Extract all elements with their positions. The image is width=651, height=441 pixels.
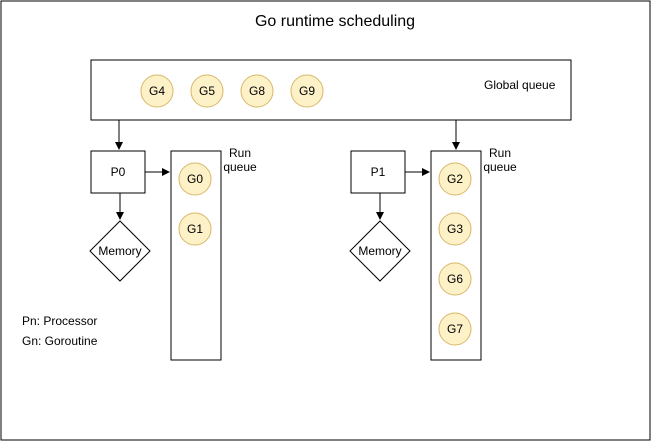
processor-p0-group: P0 Memory Run queue G0 G1 [89,146,257,361]
goroutine-label: G9 [299,84,315,98]
goroutine-label: G4 [149,84,165,98]
processor-p1-group: P1 Memory Run queue G2 G3 G6 G7 [349,146,517,361]
goroutine-circle [438,262,472,296]
goroutine-circle [240,74,274,108]
goroutine-label: G5 [199,84,215,98]
goroutine-label: G8 [249,84,265,98]
goroutine-circle [438,312,472,346]
legend-processor: Pn: Processor [22,314,97,328]
run-queue-p1-label-line1: Run [489,146,511,160]
goroutine-circle [290,74,324,108]
goroutine-circle [178,212,212,246]
goroutine-label: G6 [447,272,463,286]
goroutine-label: G7 [447,322,463,336]
memory-p0-label: Memory [98,244,141,258]
processor-p0-label: P0 [111,165,126,179]
processor-p0-box [90,150,146,194]
memory-p0-diamond [89,220,151,282]
global-queue-goroutines: G4 G5 G8 G9 [140,74,324,108]
diagram-title: Go runtime scheduling [255,13,415,30]
goroutine-label: G3 [447,222,463,236]
run-queue-p0-label-line2: queue [223,160,257,174]
goroutine-label: G2 [447,172,463,186]
run-queue-p0-label-line1: Run [229,146,251,160]
goroutine-circle [438,212,472,246]
goroutine-label: G1 [187,222,203,236]
global-queue-label: Global queue [484,78,556,92]
run-queue-p1-label-line2: queue [483,160,517,174]
goroutine-circle [140,74,174,108]
goroutine-circle [190,74,224,108]
goroutine-label: G0 [187,172,203,186]
goroutine-circle [178,162,212,196]
memory-p1-diamond [349,220,411,282]
processor-p1-label: P1 [371,165,386,179]
legend-goroutine: Gn: Goroutine [22,334,98,348]
goroutine-circle [438,162,472,196]
processor-p1-box [350,150,406,194]
memory-p1-label: Memory [358,244,401,258]
